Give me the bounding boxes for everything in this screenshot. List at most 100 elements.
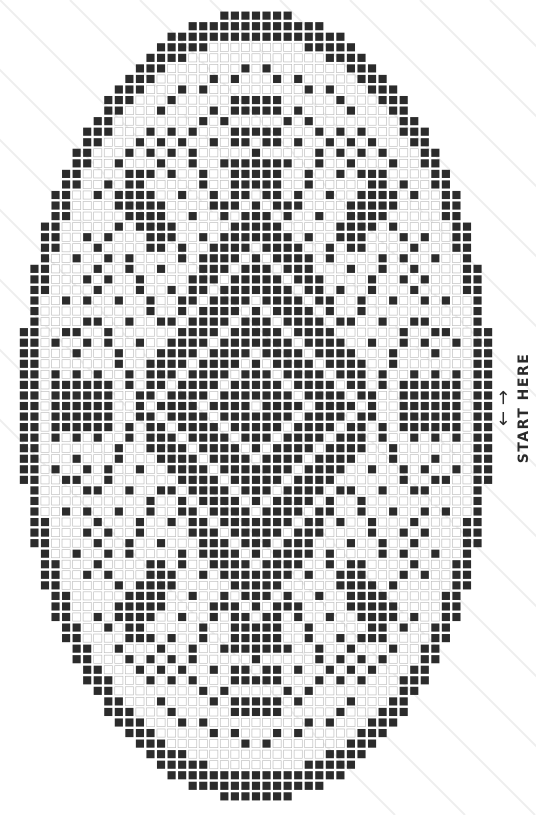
open-cell: [189, 697, 197, 705]
filled-cell: [168, 771, 176, 779]
filled-cell: [125, 613, 133, 621]
open-cell: [83, 191, 91, 199]
filled-cell: [104, 275, 112, 283]
open-cell: [157, 180, 165, 188]
open-cell: [189, 729, 197, 737]
filled-cell: [189, 328, 197, 336]
open-cell: [199, 128, 207, 136]
filled-cell: [452, 381, 460, 389]
open-cell: [400, 244, 408, 252]
open-cell: [168, 381, 176, 389]
filled-cell: [220, 455, 228, 463]
open-cell: [326, 729, 334, 737]
open-cell: [115, 149, 123, 157]
filled-cell: [189, 128, 197, 136]
open-cell: [104, 159, 112, 167]
filled-cell: [305, 718, 313, 726]
filled-cell: [220, 307, 228, 315]
filled-cell: [400, 128, 408, 136]
filled-cell: [241, 12, 249, 20]
filled-cell: [146, 507, 154, 515]
open-cell: [104, 560, 112, 568]
open-cell: [104, 212, 112, 220]
filled-cell: [410, 265, 418, 273]
filled-cell: [473, 381, 481, 389]
open-cell: [326, 645, 334, 653]
open-cell: [157, 518, 165, 526]
filled-cell: [389, 223, 397, 231]
filled-cell: [357, 360, 365, 368]
filled-cell: [231, 254, 239, 262]
open-cell: [210, 180, 218, 188]
open-cell: [252, 296, 260, 304]
open-cell: [178, 740, 186, 748]
filled-cell: [284, 370, 292, 378]
open-cell: [125, 328, 133, 336]
open-cell: [168, 645, 176, 653]
filled-cell: [210, 476, 218, 484]
open-cell: [410, 328, 418, 336]
filled-cell: [252, 497, 260, 505]
open-cell: [51, 476, 59, 484]
open-cell: [252, 560, 260, 568]
filled-cell: [136, 180, 144, 188]
open-cell: [231, 54, 239, 62]
filled-cell: [357, 233, 365, 241]
open-cell: [305, 223, 313, 231]
filled-cell: [178, 381, 186, 389]
open-cell: [379, 402, 387, 410]
filled-cell: [473, 518, 481, 526]
filled-cell: [273, 455, 281, 463]
open-cell: [210, 85, 218, 93]
open-cell: [125, 138, 133, 146]
filled-cell: [83, 666, 91, 674]
filled-cell: [315, 455, 323, 463]
open-cell: [262, 655, 270, 663]
filled-cell: [199, 718, 207, 726]
open-cell: [178, 655, 186, 663]
filled-cell: [136, 634, 144, 642]
open-cell: [442, 265, 450, 273]
filled-cell: [262, 96, 270, 104]
open-cell: [326, 201, 334, 209]
filled-cell: [241, 486, 249, 494]
filled-cell: [357, 54, 365, 62]
filled-cell: [199, 465, 207, 473]
open-cell: [51, 486, 59, 494]
filled-cell: [231, 412, 239, 420]
open-cell: [115, 275, 123, 283]
filled-cell: [431, 254, 439, 262]
filled-cell: [189, 370, 197, 378]
open-cell: [231, 740, 239, 748]
open-cell: [284, 718, 292, 726]
filled-cell: [294, 444, 302, 452]
open-cell: [199, 455, 207, 463]
filled-cell: [241, 265, 249, 273]
open-cell: [73, 339, 81, 347]
filled-cell: [168, 676, 176, 684]
filled-cell: [315, 655, 323, 663]
open-cell: [157, 296, 165, 304]
filled-cell: [220, 645, 228, 653]
filled-cell: [231, 349, 239, 357]
open-cell: [94, 233, 102, 241]
filled-cell: [231, 792, 239, 800]
open-cell: [136, 676, 144, 684]
open-cell: [400, 518, 408, 526]
open-cell: [326, 117, 334, 125]
filled-cell: [431, 170, 439, 178]
open-cell: [326, 96, 334, 104]
filled-cell: [241, 623, 249, 631]
filled-cell: [431, 476, 439, 484]
open-cell: [315, 64, 323, 72]
filled-cell: [168, 486, 176, 494]
filled-cell: [273, 412, 281, 420]
open-cell: [136, 434, 144, 442]
open-cell: [315, 201, 323, 209]
open-cell: [94, 328, 102, 336]
filled-cell: [357, 64, 365, 72]
open-cell: [284, 138, 292, 146]
open-cell: [104, 244, 112, 252]
open-cell: [442, 434, 450, 442]
open-cell: [389, 550, 397, 558]
